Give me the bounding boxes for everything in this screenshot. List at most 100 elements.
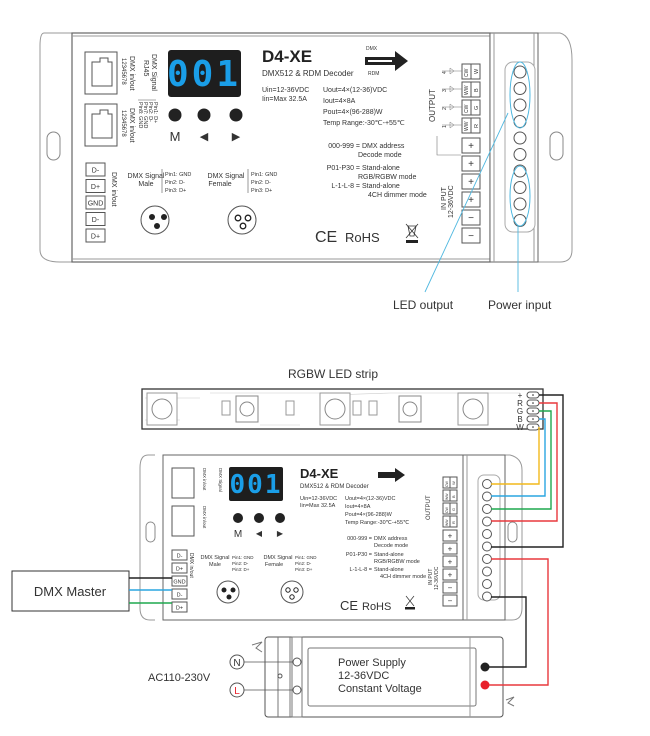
menu-button[interactable] [168,108,182,122]
power-terminal [461,155,481,172]
spec-iin: Iin=Max 32.5A [262,96,307,103]
power-terminal [442,594,458,607]
rj45-signal-title: DMX Signal [150,54,157,91]
dmx-terminal [85,162,106,177]
spec-uout: Uout=4×(12-36)VDC [323,87,387,94]
channel-type: CW [464,68,470,77]
mode-desc-3b: 4CH dimmer mode [368,192,427,199]
channel-color: R [474,124,480,128]
terminal-sign: + [468,159,474,170]
display-value: 001 [167,54,241,95]
channel-color: W [474,68,480,74]
terminal-hole [482,529,492,539]
power-terminal [461,227,481,244]
menu-button-label-bottom: M [234,529,242,540]
right-button[interactable] [229,108,243,122]
input-label: IN PUT [441,186,448,210]
resistor [352,400,362,416]
power-terminal [461,137,481,154]
dmx-terminal-label: DMX in/out [110,172,117,207]
led-symbol-icon [449,121,455,129]
rgbw-chip-lens [151,398,173,420]
wire-plus [491,394,564,548]
terminal-sign: − [468,231,474,242]
dmx-terminal-label: D- [92,168,100,175]
rj45-pinout-1: Pin1: D+ [152,102,158,123]
terminal-hole [513,181,527,194]
strip-pin-label: G [517,407,523,416]
mounting-hole-left-bottom [145,521,156,543]
rj45-port-1 [84,51,118,95]
xlr-male-pin1-bottom: Pin1: GND [232,555,254,560]
strip-pin-dot [532,402,534,404]
resistor [285,400,295,416]
channel-type: CW [445,506,449,513]
xlr-male-pin1: Pin1: GND [165,172,191,178]
left-button-bottom[interactable] [254,513,264,523]
xlr-male-pin3: Pin3: D+ [165,188,186,194]
terminal-hole [513,148,527,161]
left-button-label-bottom: ◀ [256,529,263,538]
dmx-terminal-label: D+ [91,234,100,241]
dmx-terminal [171,588,188,600]
weee-bin-icon-bottom [405,595,415,610]
xlr-female-subtitle: Female [208,181,231,188]
xlr-female-pin1-bottom: Pin1: GND [295,555,317,560]
output-label-bottom: OUTPUT [426,495,432,520]
channel-color: B [451,495,456,498]
resistor [368,400,378,416]
power-input-highlight [509,165,531,227]
wire-white [491,427,540,485]
power-terminal [442,529,458,542]
xlr-male-pin3-bottom: Pin3: D+ [232,567,250,572]
psu-title: Power Supply [338,657,406,669]
mode-desc-3a-bottom: Stand-alone [374,567,404,573]
psu-positive-terminal [480,680,490,690]
l-screw [292,685,302,695]
mode-code-3: L-1-L-8 = [331,183,360,190]
channel-box [470,99,481,116]
mode-desc-2b: RGB/RGBW mode [358,174,416,181]
rgbw-chip-lens [324,398,346,420]
mode-desc-2b-bottom: RGB/RGBW mode [374,559,420,565]
channel-box [449,476,458,489]
dmx-terminal [85,195,106,210]
dmx-terminal [171,575,188,587]
rj45-signal-subtitle: RJ45 [142,60,149,76]
power-input-callout: Power input [488,298,552,312]
channel-type: CW [445,480,449,487]
rj45-pinout-2: Pin2: D- [147,102,153,122]
ce-mark: CE [315,229,337,246]
xlr-male-pin2-bottom: Pin2: D- [232,561,249,566]
mode-desc-3b-bottom: 4CH dimmer mode [380,574,426,580]
left-button[interactable] [197,108,211,122]
menu-button-bottom[interactable] [233,513,243,523]
seven-segment-display-bottom [229,467,283,501]
dmx-terminal-label: D- [92,217,100,224]
strip-pin-dot [532,426,534,428]
xlr-female-pin2: Pin2: D- [251,180,271,186]
weee-bin-icon [405,223,419,243]
terminal-hole [482,591,492,602]
ac-voltage-label: AC110-230V [148,672,211,684]
channel-color: B [474,88,480,92]
dmx-terminal-label: D+ [91,184,100,191]
right-button-bottom[interactable] [275,513,285,523]
led-output-leader [424,112,509,293]
output-label: OUTPUT [428,89,437,122]
rgbw-chip-lens [462,398,484,420]
terminal-sign: + [448,558,453,567]
channel-type: WW [445,519,449,526]
spec-iin-bottom: Iin=Max 32.5A [300,503,336,509]
xlr-male-connector [140,205,170,235]
channel-type: WW [464,121,470,131]
spec-uout-bottom: Uout=4×(12-36)VDC [345,496,395,502]
power-terminal [461,209,481,226]
psu-negative-terminal [480,662,490,672]
xlr-male-connector-bottom [216,580,240,604]
power-terminal [442,542,458,555]
mode-desc-1b-bottom: Decode mode [374,543,408,549]
rohs-mark: RoHS [345,230,380,245]
dmx-terminal-label: D- [177,593,183,599]
spec-uin: Uin=12-36VDC [262,87,309,94]
